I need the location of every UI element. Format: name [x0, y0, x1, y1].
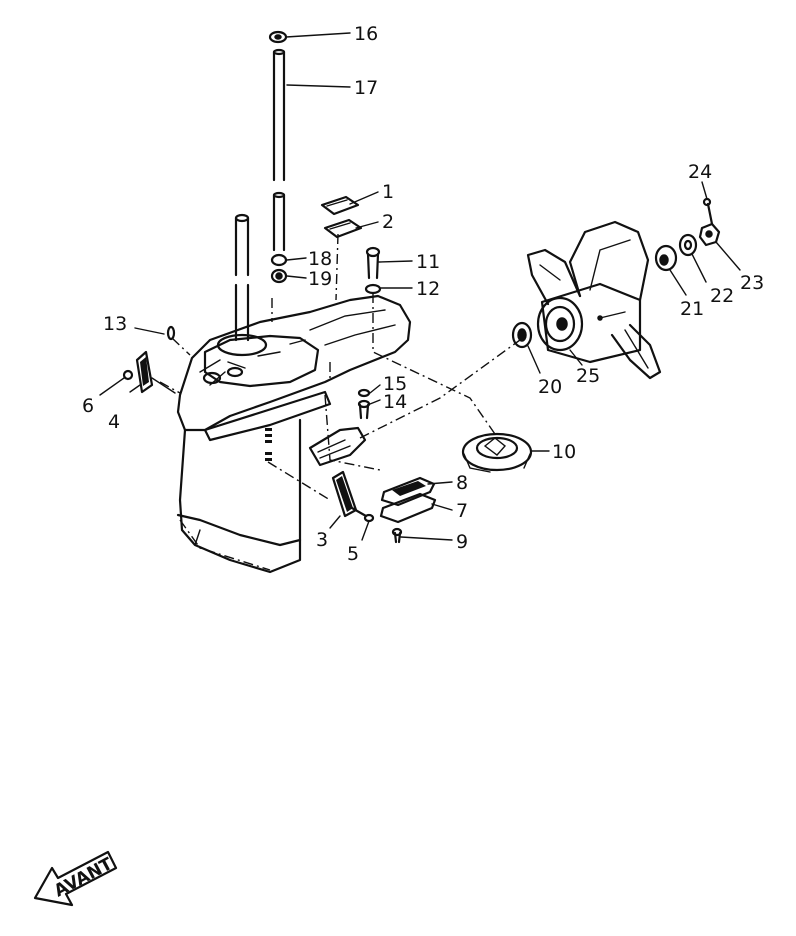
- part-9-bolt: [391, 527, 403, 544]
- callout-21: 21: [680, 298, 704, 320]
- callout-17: 17: [354, 77, 378, 99]
- part-13-seal: [166, 325, 176, 341]
- part-19-bushing: [270, 268, 288, 284]
- part-14-bolt: [357, 399, 371, 420]
- callout-12: 12: [416, 278, 440, 300]
- callout-25: 25: [576, 365, 600, 387]
- callout-16: 16: [354, 23, 378, 45]
- part-1-plate: [320, 195, 360, 216]
- lower-casing: [176, 213, 412, 574]
- part-8-plate: [380, 476, 436, 507]
- callout-20: 20: [538, 376, 562, 398]
- part-6-screw: [122, 369, 134, 381]
- assembly-lines: [159, 233, 521, 571]
- callout-7: 7: [456, 500, 468, 522]
- callout-2: 2: [382, 211, 394, 233]
- part-25-propeller: [526, 220, 662, 380]
- callout-10: 10: [552, 441, 576, 463]
- callout-13: 13: [103, 313, 127, 335]
- part-18-washer: [270, 253, 288, 267]
- callout-9: 9: [456, 531, 468, 553]
- leader-lines: [99, 32, 741, 541]
- part-22-washer: [678, 233, 698, 257]
- callout-15: 15: [383, 373, 407, 395]
- part-10-cover: [461, 432, 533, 473]
- callout-24: 24: [688, 161, 712, 183]
- avant-label: AVANT: [51, 854, 116, 901]
- callout-23: 23: [740, 272, 764, 294]
- part-24-cotter-pin: [702, 197, 714, 226]
- callout-1: 1: [382, 181, 394, 203]
- avant-direction-arrow: AVANT: [33, 850, 118, 907]
- part-5-bolt: [350, 506, 375, 523]
- part-7-plate: [379, 492, 437, 524]
- part-11-bolt: [365, 246, 381, 280]
- callout-22: 22: [710, 285, 734, 307]
- callout-labels: 16 17 1 2 11 12 18 19 13 6 4 15 14 10 8 …: [82, 23, 764, 565]
- part-12-washer: [364, 283, 382, 295]
- callout-6: 6: [82, 395, 94, 417]
- callout-5: 5: [347, 543, 359, 565]
- part-4-plate: [135, 350, 154, 394]
- callout-3: 3: [316, 529, 328, 551]
- callout-8: 8: [456, 472, 468, 494]
- part-15-washer: [357, 388, 371, 398]
- callout-11: 11: [416, 251, 440, 273]
- part-21-spacer: [654, 244, 678, 272]
- callout-14: 14: [383, 391, 407, 413]
- part-17-shift-rod: [272, 48, 286, 252]
- callout-18: 18: [308, 248, 332, 270]
- part-2-plate: [323, 218, 363, 239]
- part-20-spacer: [511, 321, 533, 349]
- part-16-grommet: [268, 30, 288, 44]
- callout-19: 19: [308, 268, 332, 290]
- callout-4: 4: [108, 411, 120, 433]
